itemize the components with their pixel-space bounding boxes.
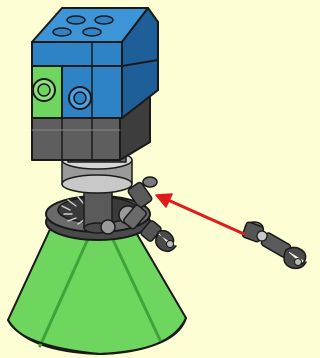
eye-green [33, 79, 55, 101]
step-arrow [156, 194, 244, 234]
robot-arm [242, 221, 306, 268]
eye-blue [69, 87, 91, 109]
